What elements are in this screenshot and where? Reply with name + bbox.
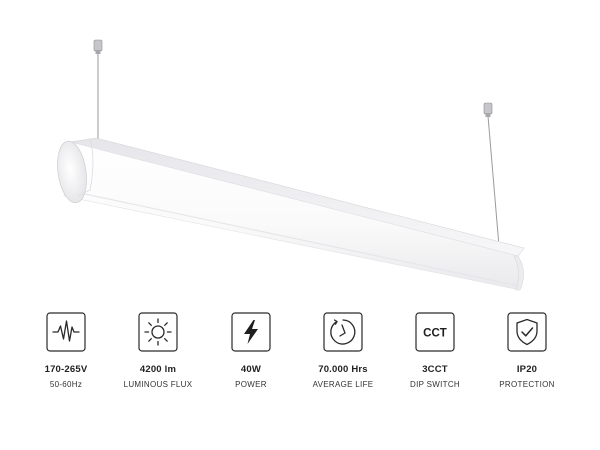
- spec-voltage-value: 170-265V: [44, 364, 88, 375]
- spec-cct-value: 3CCT: [422, 364, 448, 375]
- product-illustration: [55, 39, 545, 291]
- spec-voltage-label: 50-60Hz: [49, 380, 83, 389]
- spec-protection-label: PROTECTION: [499, 380, 555, 389]
- spec-row: 170-265V 50-60Hz 4200 lm LUMINOUS FLUX: [0, 312, 600, 402]
- ceiling-mount-left: [93, 39, 103, 54]
- linear-luminaire: [55, 137, 545, 291]
- spec-luminous-flux-value: 4200 lm: [139, 364, 177, 375]
- spec-luminous-flux: 4200 lm LUMINOUS FLUX: [113, 312, 203, 390]
- spec-cct: CCT 3CCT DIP SWITCH: [390, 312, 480, 390]
- spec-protection-value: IP20: [516, 364, 538, 375]
- spec-power-value: 40W: [240, 364, 262, 375]
- spec-voltage: 170-265V 50-60Hz: [21, 312, 111, 390]
- spec-average-life-label: AVERAGE LIFE: [312, 380, 374, 389]
- spec-average-life: 70.000 Hrs AVERAGE LIFE: [298, 312, 388, 390]
- spec-protection: IP20 PROTECTION: [482, 312, 572, 390]
- cct-icon: CCT: [415, 312, 455, 352]
- spec-cct-label: DIP SWITCH: [410, 380, 460, 389]
- spec-power-label: POWER: [235, 380, 267, 389]
- waveform-icon: [46, 312, 86, 352]
- spec-power: 40W POWER: [206, 312, 296, 390]
- ceiling-mount-right: [483, 102, 493, 117]
- clock-icon: [323, 312, 363, 352]
- spec-average-life-value: 70.000 Hrs: [318, 364, 368, 375]
- sun-icon: [138, 312, 178, 352]
- shield-check-icon: [507, 312, 547, 352]
- lightning-bolt-icon: [231, 312, 271, 352]
- spec-luminous-flux-label: LUMINOUS FLUX: [123, 380, 193, 389]
- cct-icon-text: CCT: [423, 328, 447, 340]
